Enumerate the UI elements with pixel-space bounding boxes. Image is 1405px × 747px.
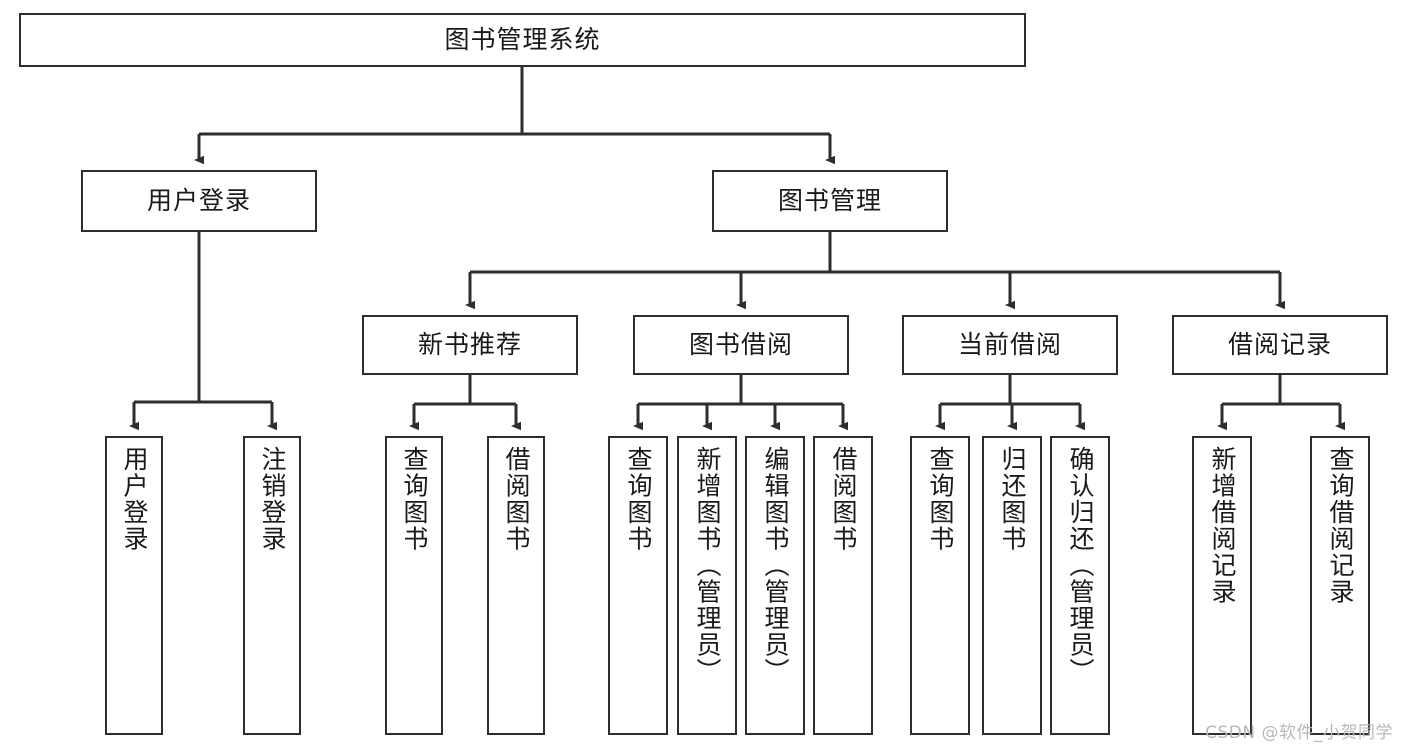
node-leaf-edit-book[interactable]: 编辑图书（管理员） bbox=[745, 436, 805, 735]
node-leaf-query-record-label: 查询借阅记录 bbox=[1326, 446, 1355, 605]
watermark-text: CSDN @软件_小贺同学 bbox=[1205, 723, 1393, 743]
node-borrow-record[interactable]: 借阅记录 bbox=[1172, 315, 1388, 375]
node-leaf-add-record[interactable]: 新增借阅记录 bbox=[1192, 436, 1252, 735]
node-leaf-add-book-label: 新增图书（管理员） bbox=[693, 446, 722, 685]
node-new-book-recommend[interactable]: 新书推荐 bbox=[362, 315, 578, 375]
node-leaf-borrow-book-nbr-label: 借阅图书 bbox=[502, 446, 531, 552]
node-user-login[interactable]: 用户登录 bbox=[81, 170, 317, 232]
node-current-borrow[interactable]: 当前借阅 bbox=[902, 315, 1118, 375]
node-current-borrow-label: 当前借阅 bbox=[957, 329, 1062, 359]
node-leaf-query-book-nbr-label: 查询图书 bbox=[400, 446, 429, 552]
node-leaf-query-book-bb-label: 查询图书 bbox=[624, 446, 653, 552]
node-leaf-confirm-return[interactable]: 确认归还（管理员） bbox=[1050, 436, 1110, 735]
node-leaf-add-record-label: 新增借阅记录 bbox=[1208, 446, 1237, 605]
node-root[interactable]: 图书管理系统 bbox=[19, 13, 1026, 67]
node-leaf-borrow-book-bb[interactable]: 借阅图书 bbox=[813, 436, 873, 735]
node-book-borrow[interactable]: 图书借阅 bbox=[633, 315, 849, 375]
node-leaf-borrow-book-bb-label: 借阅图书 bbox=[829, 446, 858, 552]
node-leaf-query-book-nbr[interactable]: 查询图书 bbox=[385, 436, 443, 735]
node-leaf-logout[interactable]: 注销登录 bbox=[243, 436, 301, 735]
node-leaf-logout-label: 注销登录 bbox=[258, 446, 287, 552]
node-leaf-user-login[interactable]: 用户登录 bbox=[105, 436, 163, 735]
node-leaf-return-book-label: 归还图书 bbox=[998, 446, 1027, 552]
node-leaf-return-book[interactable]: 归还图书 bbox=[982, 436, 1042, 735]
node-book-manage-label: 图书管理 bbox=[777, 185, 882, 215]
node-borrow-record-label: 借阅记录 bbox=[1227, 329, 1332, 359]
node-user-login-label: 用户登录 bbox=[146, 185, 251, 215]
node-book-borrow-label: 图书借阅 bbox=[688, 329, 793, 359]
node-leaf-edit-book-label: 编辑图书（管理员） bbox=[761, 446, 790, 685]
node-book-manage[interactable]: 图书管理 bbox=[712, 170, 948, 232]
node-leaf-user-login-label: 用户登录 bbox=[120, 446, 149, 552]
node-leaf-query-book-cb[interactable]: 查询图书 bbox=[910, 436, 970, 735]
node-leaf-borrow-book-nbr[interactable]: 借阅图书 bbox=[487, 436, 545, 735]
node-leaf-confirm-return-label: 确认归还（管理员） bbox=[1066, 446, 1095, 685]
node-leaf-query-book-bb[interactable]: 查询图书 bbox=[608, 436, 668, 735]
node-leaf-add-book[interactable]: 新增图书（管理员） bbox=[677, 436, 737, 735]
node-root-label: 图书管理系统 bbox=[444, 24, 601, 54]
node-leaf-query-record[interactable]: 查询借阅记录 bbox=[1310, 436, 1370, 735]
node-new-book-recommend-label: 新书推荐 bbox=[417, 329, 522, 359]
node-leaf-query-book-cb-label: 查询图书 bbox=[926, 446, 955, 552]
